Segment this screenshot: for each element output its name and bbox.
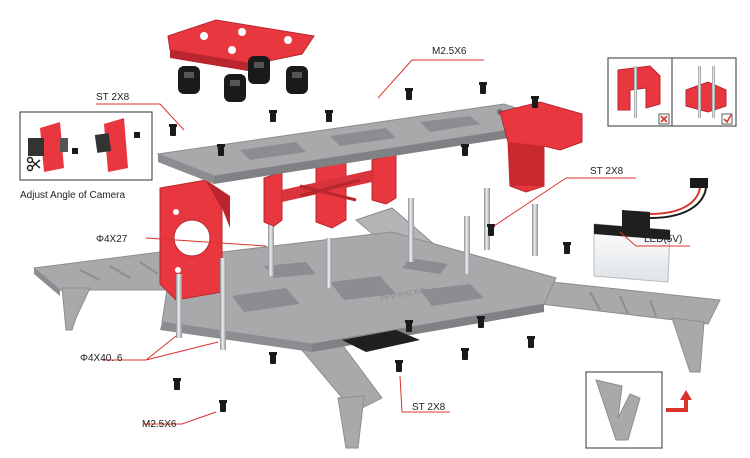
bottom-frame [32, 207, 721, 449]
check-icon [721, 113, 733, 125]
battery-holder [499, 101, 583, 193]
red-bracket [263, 153, 397, 229]
fc-top-plate [167, 19, 315, 72]
label-st2x8-right: ST 2X8 [590, 166, 624, 177]
screws [169, 82, 571, 412]
camera-caption: Adjust Angle of Camera [20, 190, 126, 201]
cross-icon [658, 113, 670, 125]
rubber-dampers [178, 56, 308, 102]
label-led: LED(5V) [644, 234, 683, 245]
label-m25x6-bottom: M2.5X6 [142, 419, 177, 430]
leader-lines [96, 59, 690, 425]
arrow-icon [666, 390, 692, 412]
scissors-icon [26, 156, 41, 172]
leg-detail-inset [585, 371, 692, 449]
camera-angle-inset [19, 111, 153, 181]
led-module [593, 178, 708, 283]
label-st2x8-bottom: ST 2X8 [412, 402, 446, 413]
mount-check-inset [607, 57, 737, 127]
label-m25x6-top: M2.5X6 [432, 46, 467, 57]
standoffs [176, 188, 538, 350]
label-phi4x27: Φ4X27 [96, 234, 128, 245]
label-phi4x40: Φ4X40. 6 [80, 353, 123, 364]
label-st2x8-top: ST 2X8 [96, 92, 130, 103]
